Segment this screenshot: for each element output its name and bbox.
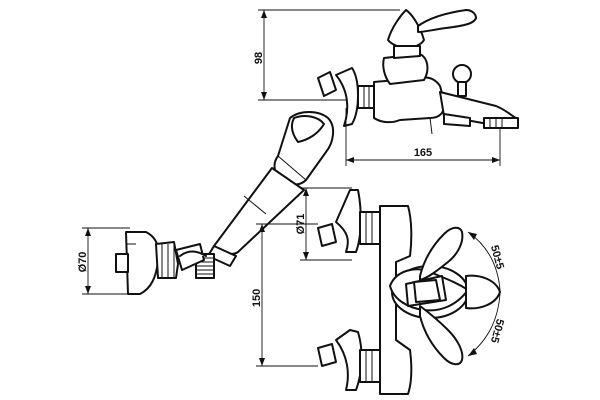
wall-bracket [115, 231, 207, 295]
dim-label-width-top: 165 [414, 147, 432, 159]
dimension-height-top: 98 [253, 9, 400, 101]
dimension-height-bottom: 150 [251, 223, 318, 367]
dim-label-height-top: 98 [253, 52, 265, 64]
side-view-mixer [317, 9, 519, 135]
dim-label-diameter-left: Ø70 [77, 252, 89, 273]
dimension-width-top: 165 [345, 108, 501, 166]
dim-label-eccentric-lower: 50±5 [488, 317, 506, 344]
dim-label-height-bottom: 150 [251, 289, 263, 307]
hand-shower [195, 111, 334, 279]
dimension-eccentric-lower: 50±5 [467, 293, 506, 357]
front-view-mixer [317, 189, 501, 395]
dimension-diameter-left: Ø70 [77, 227, 130, 295]
